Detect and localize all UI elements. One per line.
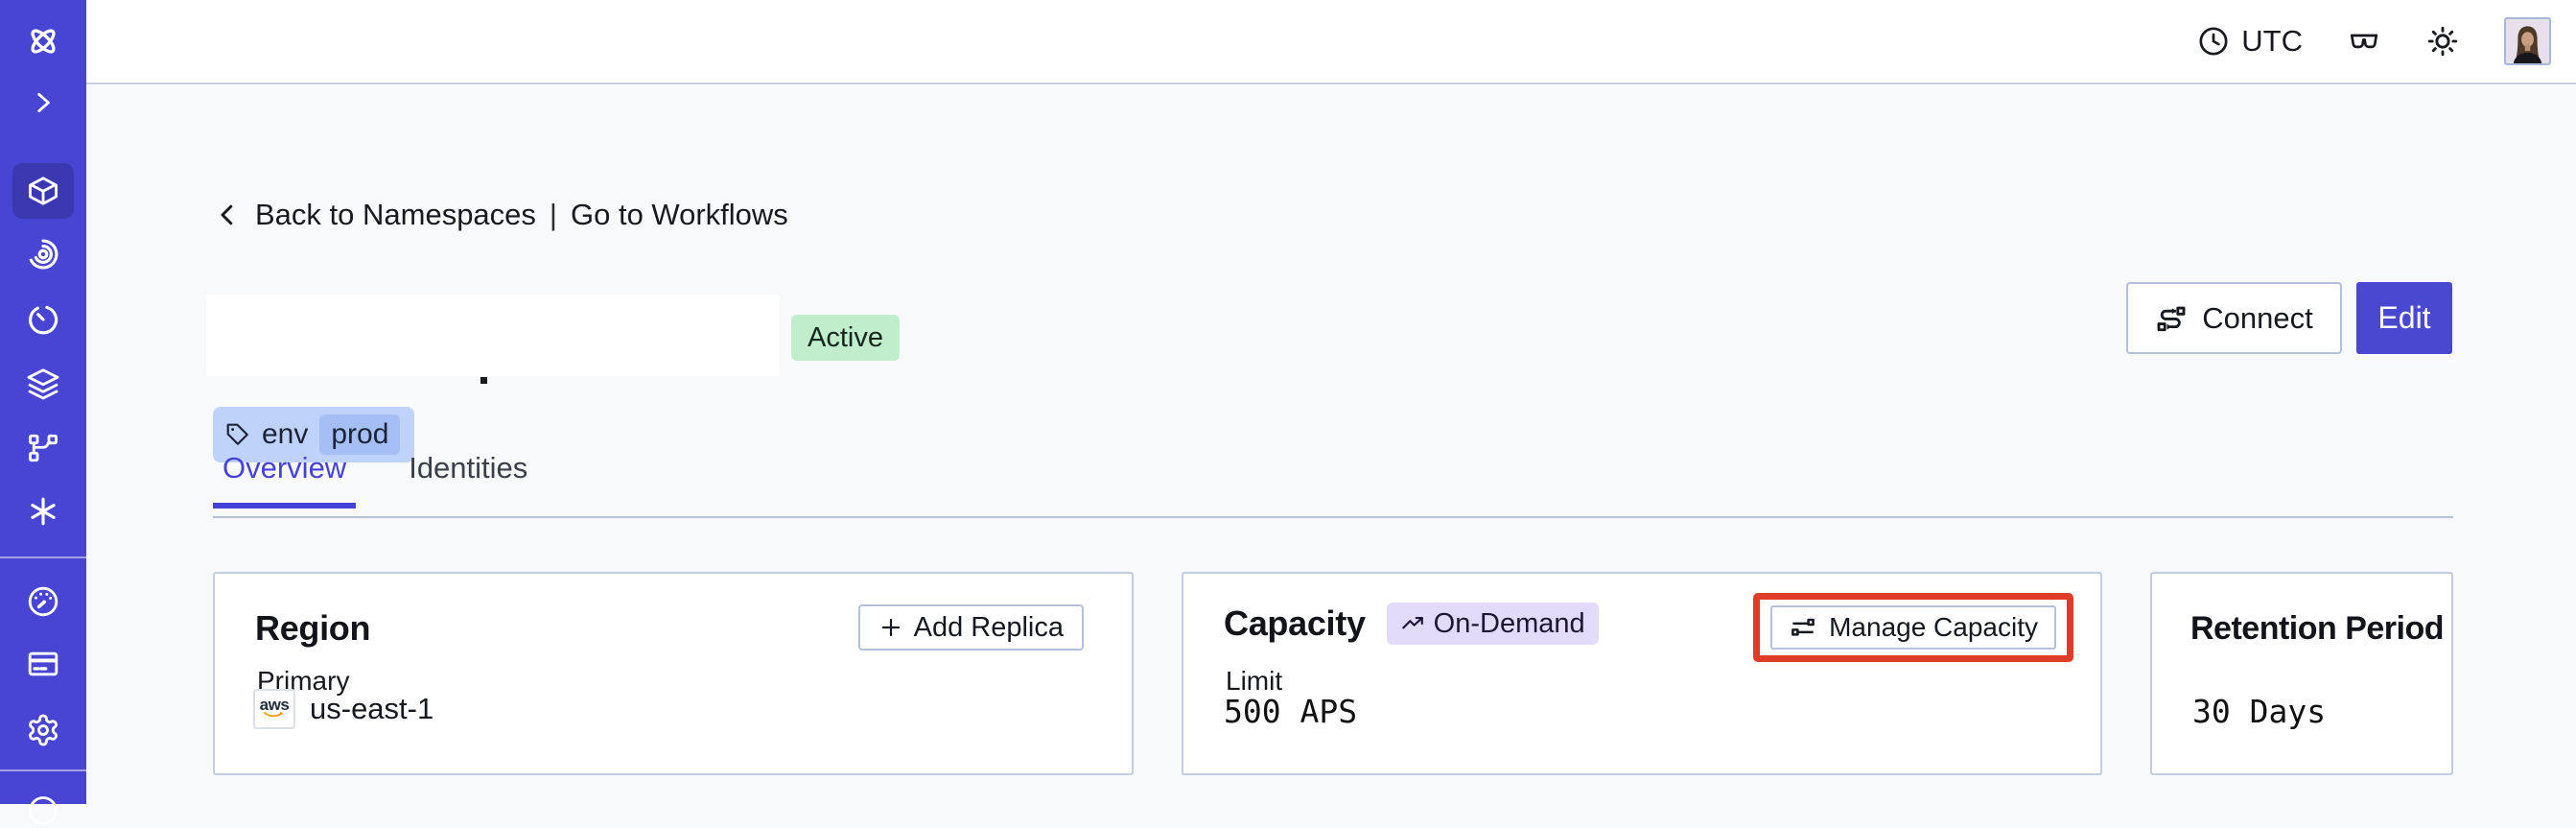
capacity-card-header: Capacity On-Demand [1224,603,1599,645]
tag-key-label: env [262,418,309,450]
aws-logo-icon: aws [253,689,295,729]
sidebar-divider [0,769,86,771]
topbar: UTC [86,0,2576,84]
tag-value-chip: prod [319,414,401,455]
edit-button[interactable]: Edit [2356,282,2452,354]
timezone-selector[interactable]: UTC [2197,24,2303,59]
timezone-label: UTC [2241,24,2303,58]
sidebar-item-usage-gauge-icon[interactable] [26,584,60,619]
plus-icon [878,615,903,640]
temporal-logo-icon[interactable] [24,22,62,60]
sidebar-item-batch-branch-icon[interactable] [26,431,60,465]
connect-button[interactable]: Connect [2126,282,2342,354]
sidebar-item-support-circle-icon[interactable] [26,793,60,828]
sidebar-item-billing-card-icon[interactable] [26,647,60,681]
sidebar-item-settings-gear-icon[interactable] [26,713,60,747]
tab-bar-divider [213,516,2453,518]
connect-flow-icon [2155,302,2188,335]
manage-capacity-button[interactable]: Manage Capacity [1770,605,2056,650]
status-badge: Active [791,315,900,361]
user-avatar[interactable] [2504,17,2551,65]
expand-sidebar-chevron-icon[interactable] [31,90,56,115]
go-to-workflows-link[interactable]: Go to Workflows [570,198,788,231]
region-card-title: Region [255,608,371,648]
on-demand-label: On-Demand [1433,607,1585,639]
on-demand-badge: On-Demand [1386,603,1599,645]
breadcrumb-separator: | [549,198,557,231]
tag-icon [225,422,250,447]
capacity-card: Capacity On-Demand Limit 500 APS [1182,572,2102,775]
retention-value: 30 Days [2192,693,2327,730]
glasses-icon[interactable] [2347,24,2381,59]
sidebar-item-schedules-clock-icon[interactable] [26,302,60,337]
tab-overview[interactable]: Overview [213,451,356,509]
trending-up-icon [1400,611,1425,636]
manage-capacity-label: Manage Capacity [1829,612,2038,642]
sidebar-item-workflows-spiral-icon[interactable] [26,237,60,272]
tab-bar: Overview Identities [213,451,537,509]
limit-label: Limit [1226,666,1283,696]
main-content: Back to Namespaces | Go to Workflows Act… [86,84,2576,804]
edit-button-label: Edit [2377,300,2431,335]
sidebar-item-nexus-asterisk-icon[interactable] [26,494,60,529]
add-replica-label: Add Replica [913,611,1064,643]
primary-region-row: aws us-east-1 [253,689,433,729]
region-name: us-east-1 [310,692,434,725]
redaction-dot [480,377,487,384]
connect-button-label: Connect [2202,300,2313,335]
theme-toggle-sun-icon[interactable] [2425,24,2460,59]
sidebar-item-deployments-layers-icon[interactable] [26,367,60,401]
tab-identities[interactable]: Identities [409,451,528,485]
clock-icon [2197,25,2230,58]
retention-card-title: Retention Period [2190,610,2445,647]
overview-cards: Region Add Replica Primary aws [213,572,2453,775]
sliders-icon [1789,613,1817,642]
namespace-tag[interactable]: env prod [213,407,415,462]
sidebar-divider [0,556,86,558]
region-card: Region Add Replica Primary aws [213,572,1134,775]
namespace-title-redacted [206,295,780,376]
capacity-card-title: Capacity [1224,603,1366,643]
sidebar-item-namespaces-cube-icon[interactable] [26,174,60,208]
breadcrumb: Back to Namespaces | Go to Workflows [213,198,788,232]
limit-value: 500 APS [1224,693,1358,730]
manage-capacity-highlight: Manage Capacity [1753,593,2073,662]
back-to-namespaces-link[interactable]: Back to Namespaces [255,198,536,231]
back-chevron-icon[interactable] [213,201,242,229]
sidebar [0,0,86,825]
retention-card: Retention Period 30 Days [2150,572,2453,775]
add-replica-button[interactable]: Add Replica [857,604,1084,651]
